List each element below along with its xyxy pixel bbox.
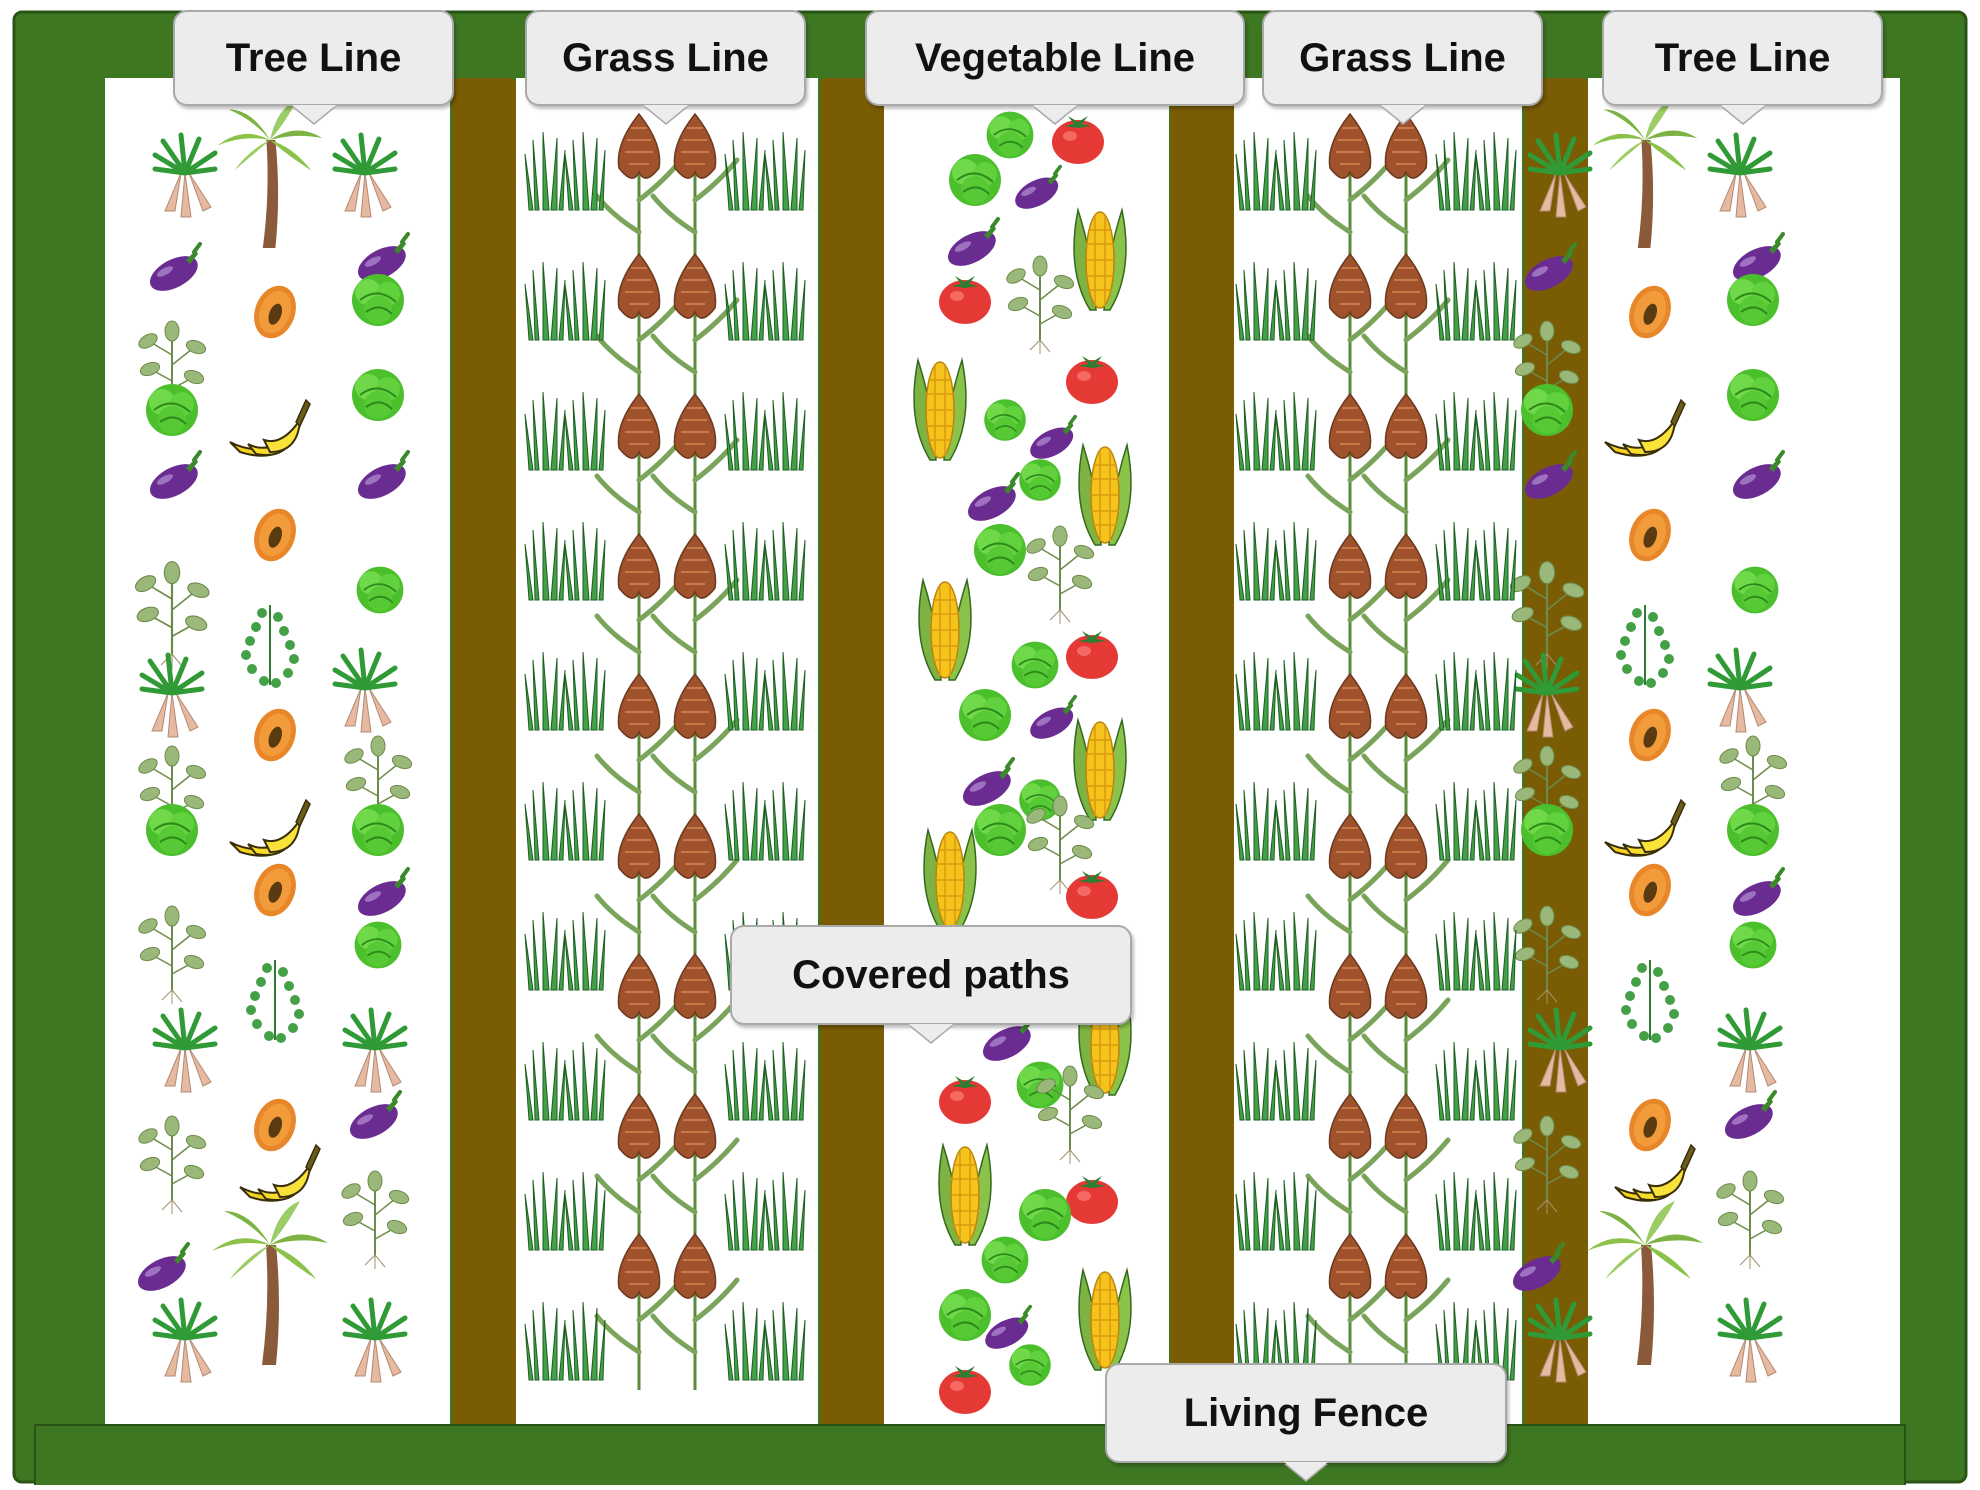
cabbage-icon: [1727, 274, 1779, 326]
callout-text: Grass Line: [562, 36, 769, 81]
cabbage-icon: [355, 922, 402, 969]
maize-icon: [914, 360, 966, 460]
maize-icon: [1074, 720, 1126, 820]
cabbage-icon: [974, 804, 1026, 856]
cabbage-icon: [982, 1237, 1029, 1284]
callout-text: Tree Line: [226, 36, 402, 81]
maize-icon: [924, 830, 976, 930]
maize-icon: [1079, 1270, 1131, 1370]
covered-path-1: [452, 78, 516, 1428]
cabbage-icon: [146, 384, 198, 436]
cabbage-icon: [1727, 369, 1779, 421]
maize-icon: [939, 1145, 991, 1245]
cabbage-icon: [1732, 567, 1779, 614]
cabbage-icon: [1019, 459, 1061, 501]
callout-covered-paths: Covered paths: [730, 925, 1132, 1025]
callout-grass-line-left: Grass Line: [525, 10, 806, 106]
cabbage-icon: [1521, 804, 1573, 856]
cabbage-icon: [1019, 1189, 1071, 1241]
cabbage-icon: [1012, 642, 1059, 689]
cabbage-icon: [984, 399, 1026, 441]
maize-icon: [1074, 210, 1126, 310]
cabbage-icon: [1009, 1344, 1051, 1386]
cabbage-icon: [1730, 922, 1777, 969]
living-fence-bottom-band: [35, 1425, 1905, 1485]
cabbage-icon: [352, 804, 404, 856]
callout-text: Grass Line: [1299, 36, 1506, 81]
callout-tree-line-left: Tree Line: [173, 10, 454, 106]
callout-tree-line-right: Tree Line: [1602, 10, 1883, 106]
maize-icon: [1079, 445, 1131, 545]
cabbage-icon: [1521, 384, 1573, 436]
cabbage-icon: [357, 567, 404, 614]
cabbage-icon: [1727, 804, 1779, 856]
cabbage-icon: [352, 369, 404, 421]
callout-text: Vegetable Line: [915, 36, 1195, 81]
cabbage-icon: [146, 804, 198, 856]
cabbage-icon: [959, 689, 1011, 741]
callout-vegetable-line: Vegetable Line: [865, 10, 1245, 106]
covered-path-2: [820, 78, 884, 1428]
covered-path-3: [1170, 78, 1234, 1428]
cabbage-icon: [987, 112, 1034, 159]
cabbage-icon: [352, 274, 404, 326]
cabbage-icon: [974, 524, 1026, 576]
callout-text: Tree Line: [1655, 36, 1831, 81]
callout-living-fence: Living Fence: [1105, 1363, 1507, 1463]
cabbage-icon: [939, 1289, 991, 1341]
callout-grass-line-right: Grass Line: [1262, 10, 1543, 106]
callout-text: Covered paths: [792, 953, 1070, 998]
callout-text: Living Fence: [1184, 1391, 1429, 1436]
maize-icon: [919, 580, 971, 680]
cabbage-icon: [949, 154, 1001, 206]
